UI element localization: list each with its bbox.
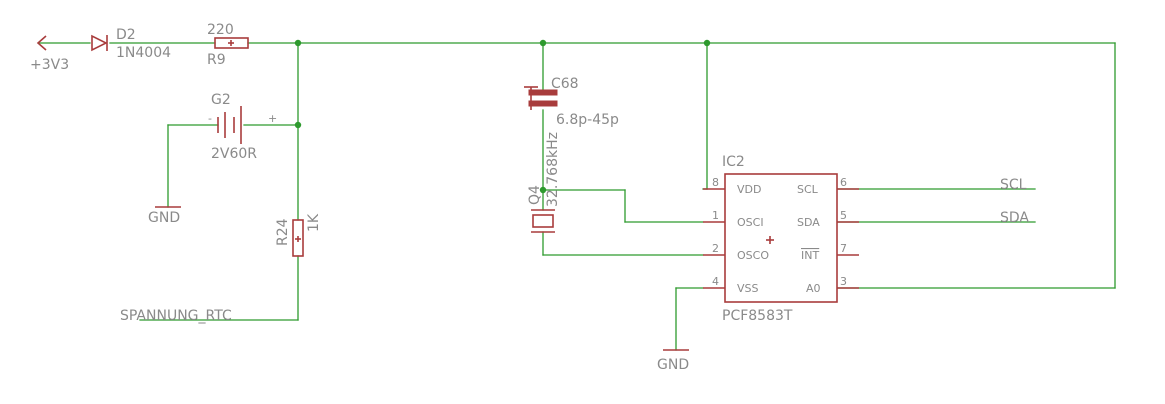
r9-value: 220 [207,22,234,38]
ic-part: PCF8583T [722,308,793,324]
vcc-label: +3V3 [30,57,69,73]
q4-value: 32.768kHz [545,132,561,207]
gnd-label: GND [148,210,180,226]
junction-dot [294,39,302,47]
diode-name: D2 [116,27,136,43]
c68-name: C68 [551,76,579,92]
r9-name: R9 [207,52,226,68]
wires [39,42,1116,351]
junction-dot [703,39,711,47]
pin-label-vdd: VDD [737,183,761,196]
battery-name: G2 [211,92,231,108]
pin-number: 8 [712,176,719,189]
pin-number: 1 [712,209,719,222]
diode-triangle-icon [91,34,108,52]
ic2-pcf8583t[interactable]: IC2 8 1 2 4 6 5 7 3 VDD OSCI OSCO VSS SC… [703,154,859,324]
battery-minus: - [208,112,212,125]
pin-number: 6 [840,176,847,189]
pin-number: 7 [840,242,847,255]
pin-label-vss: VSS [737,282,759,295]
battery-g2[interactable]: - + G2 2V60R [208,92,277,162]
junctions [294,39,711,194]
junction-dot [539,186,547,194]
junction-dot [294,121,302,129]
c68-value: 6.8p-45p [556,112,619,128]
gnd-label-ic: GND [657,357,689,373]
gnd-symbol[interactable]: GND [148,206,181,226]
ic-name: IC2 [722,154,745,170]
spannung-rtc-net-label[interactable]: SPANNUNG_RTC [120,308,232,324]
trimmer-capacitor-c68[interactable]: C68 6.8p-45p [524,76,619,128]
pin-number: 4 [712,275,719,288]
pin-label-scl: SCL [797,183,819,196]
battery-value: 2V60R [211,146,257,162]
crystal-q4[interactable]: Q4 32.768kHz [527,132,561,233]
junction-dot [539,39,547,47]
resistor-r24[interactable]: R24 1K [275,213,322,257]
q4-name: Q4 [527,185,543,205]
pin-number: 2 [712,242,719,255]
resistor-r9[interactable]: 220 R9 [207,22,249,68]
pin-label-sda: SDA [797,216,820,229]
vcc-supply-symbol[interactable]: +3V3 [30,35,69,73]
diode-d2[interactable]: D2 1N4004 [91,27,171,61]
r24-value: 1K [306,213,322,232]
pin-number: 3 [840,275,847,288]
pin-label-int: INT [801,249,819,262]
diode-value: 1N4004 [116,45,171,61]
r24-name: R24 [275,218,291,246]
sda-net-label[interactable]: SDA [1000,210,1029,226]
scl-net-label[interactable]: SCL [1000,177,1027,193]
pin-label-osci: OSCI [737,216,764,229]
pin-label-a0: A0 [806,282,821,295]
pin-number: 5 [840,209,847,222]
gnd-symbol-ic[interactable]: GND [657,349,689,373]
battery-plus: + [268,112,277,125]
pin-label-osco: OSCO [737,249,769,262]
